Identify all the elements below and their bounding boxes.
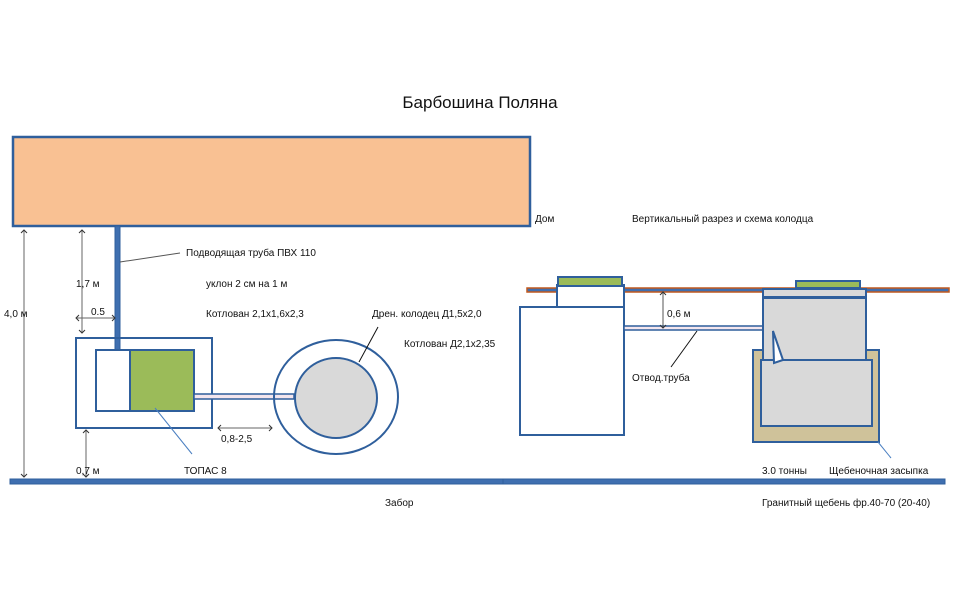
outlet-pipe-leader: [670, 330, 698, 368]
outlet-pipe: [623, 325, 770, 331]
dim-total-label: 4,0 м: [4, 309, 28, 320]
house: [11, 135, 532, 228]
dim-distance-label: 0,8-2,5: [221, 434, 253, 445]
tank-label: ТОПАС 8: [184, 466, 227, 477]
drain-well-label: Дрен. колодец Д1,5х2,0: [372, 309, 482, 320]
section-title: Вертикальный разрез и схема колодца: [632, 214, 814, 225]
fence: [9, 478, 504, 485]
tank-leader: [154, 407, 193, 455]
inlet-pipe-leader: [119, 252, 181, 263]
backfill-label: Щебеночная засыпка: [829, 465, 929, 477]
well-lower-ring: [760, 359, 873, 427]
dim-offset-label: 0.5: [91, 307, 105, 318]
drain-well-leader: [358, 326, 379, 363]
house-label: Дом: [535, 214, 554, 225]
tonnage-label: 3.0 тонны: [762, 466, 807, 477]
tank-section-body: [519, 306, 625, 436]
pit2-outline: [273, 339, 399, 455]
slope-label: уклон 2 см на 1 м: [206, 279, 287, 290]
backfill-leader: [877, 441, 892, 459]
inlet-pipe: [114, 225, 121, 351]
ground-line: [526, 287, 950, 293]
fence-label: Забор: [385, 497, 414, 509]
well-cover-slab: [762, 288, 867, 298]
tank-topas: [129, 349, 195, 412]
drain-well: [294, 357, 378, 439]
connecting-pipe: [193, 393, 295, 400]
dim-house-pit-label: 1,7 м: [76, 279, 100, 290]
pit1-outline: [75, 337, 213, 429]
dim-depth-label: 0,6 м: [667, 309, 691, 320]
tank-compartment-white: [95, 349, 131, 412]
gravel-spec-label: Гранитный щебень фр.40-70 (20-40): [762, 497, 930, 509]
pit2-label: Котлован Д2,1х2,35: [404, 339, 496, 350]
tank-section-neck: [556, 284, 625, 308]
dim-pit-fence-label: 0,7 м: [76, 466, 100, 477]
diagram-title: Барбошина Поляна: [402, 93, 558, 112]
tank-section-lid: [557, 276, 623, 287]
well-deflector: [772, 330, 785, 365]
outlet-pipe-label: Отвод.труба: [632, 372, 690, 384]
fence-right: [502, 478, 946, 485]
well-lid: [795, 280, 861, 289]
inlet-pipe-label: Подводящая труба ПВХ 110: [186, 247, 316, 259]
pit1-label: Котлован 2,1х1,6х2,3: [206, 309, 304, 320]
